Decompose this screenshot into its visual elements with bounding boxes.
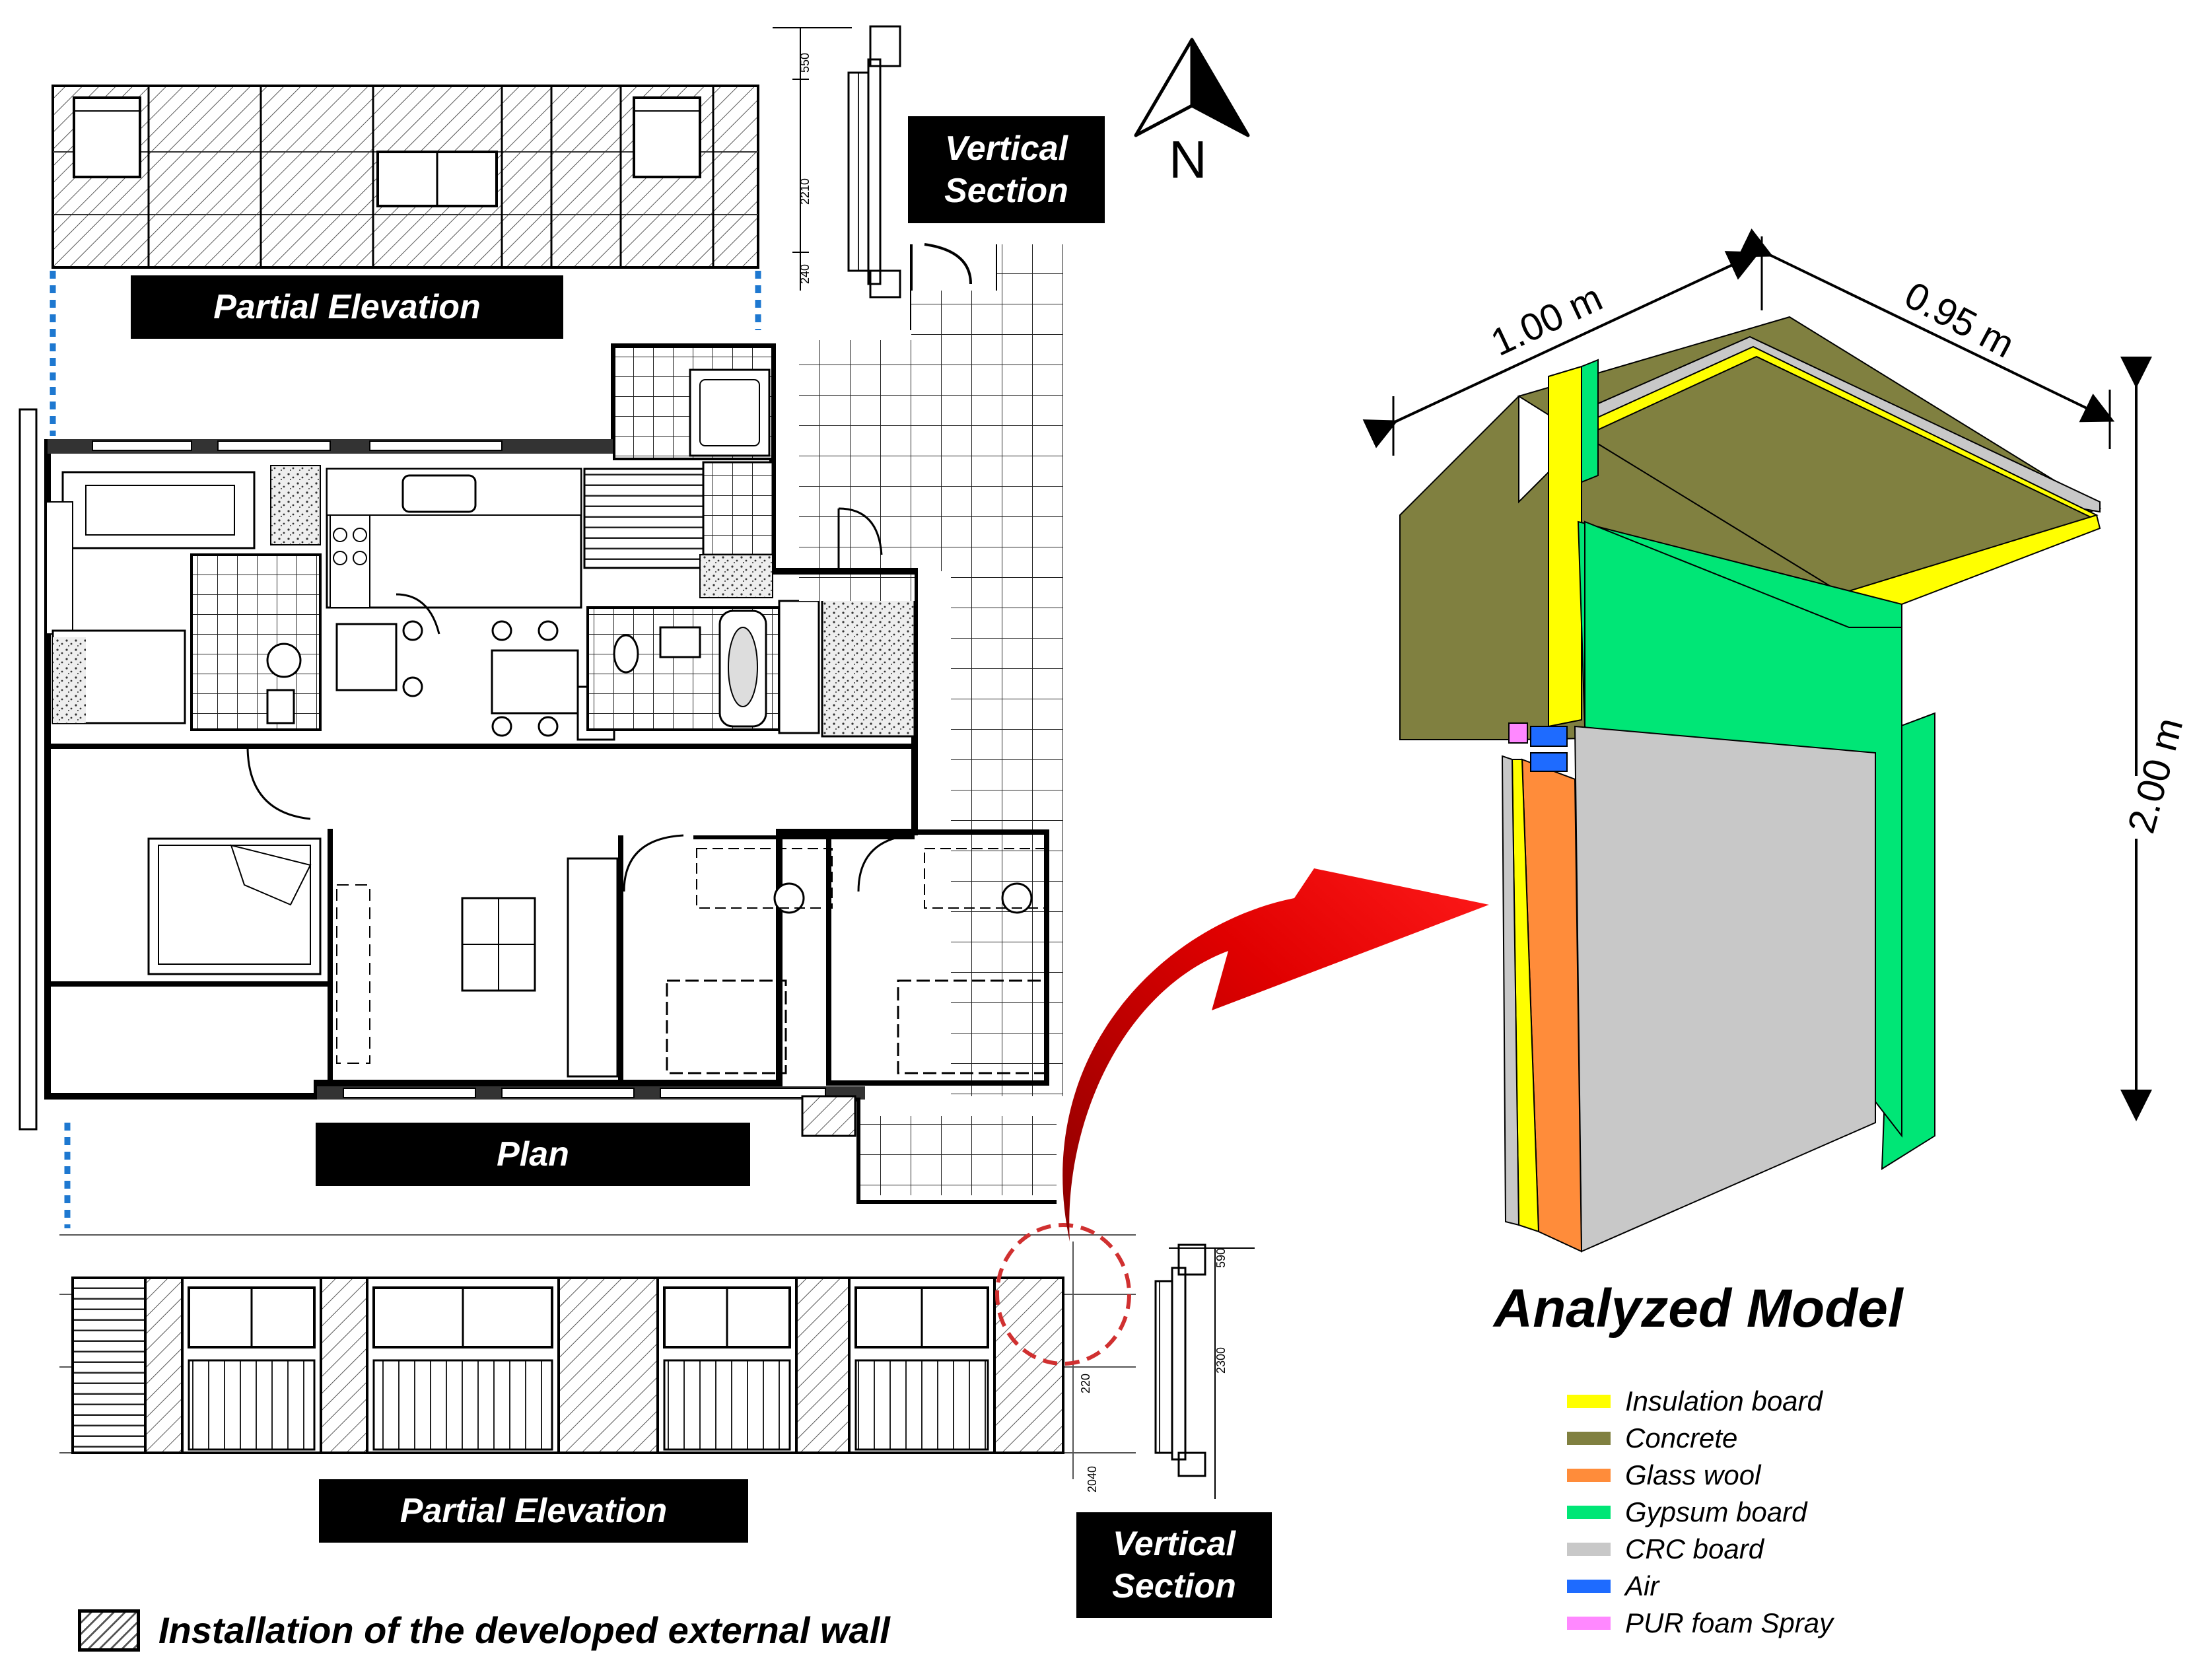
legend-label: Air <box>1625 1570 1659 1601</box>
legend-swatch <box>1567 1617 1611 1630</box>
installation-note-text: Installation of the developed external w… <box>158 1609 890 1651</box>
legend-item: Glass wool <box>1567 1459 1760 1491</box>
vertical-section-label-bottom: Vertical Section <box>1076 1512 1272 1618</box>
top-section-dims: 550 2210 240 <box>798 53 812 284</box>
bottom-partial-elevation: 220 <box>59 1234 1136 1479</box>
legend-swatch <box>1567 1543 1611 1556</box>
legend-item: CRC board <box>1567 1533 1764 1565</box>
legend-item: Air <box>1567 1570 1659 1602</box>
model-title: Analyzed Model <box>1494 1278 1903 1339</box>
legend-item: Concrete <box>1567 1422 1737 1454</box>
svg-text:550: 550 <box>798 53 812 73</box>
legend-label: Glass wool <box>1625 1459 1761 1490</box>
legend-swatch <box>1567 1506 1611 1519</box>
vertical-section-line1: Vertical <box>945 129 1068 168</box>
svg-text:590: 590 <box>1214 1248 1228 1268</box>
model-dimension-lines <box>1362 228 2152 1121</box>
floor-plan <box>18 244 1063 1204</box>
plan-label: Plan <box>316 1123 750 1186</box>
depth-dimension-label: 0.95 m <box>1898 273 2021 367</box>
top-partial-elevation <box>52 85 759 269</box>
north-arrow-icon <box>1134 38 1250 137</box>
callout-circle <box>995 1223 1131 1366</box>
legend-label: PUR foam Spray <box>1625 1607 1834 1638</box>
bottom-section-drawing <box>1154 1243 1255 1499</box>
hatch-swatch-icon <box>78 1609 140 1652</box>
vertical-section-line1: Vertical <box>1113 1525 1236 1563</box>
bottom-section-dims: 590 2300 2040 <box>1086 1248 1228 1492</box>
legend-label: Gypsum board <box>1625 1496 1807 1527</box>
svg-text:2300: 2300 <box>1214 1347 1228 1374</box>
legend-item: PUR foam Spray <box>1567 1607 1833 1639</box>
legend-label: Insulation board <box>1625 1385 1823 1417</box>
svg-text:2040: 2040 <box>1086 1466 1099 1492</box>
legend-swatch <box>1567 1395 1611 1408</box>
vertical-section-label-top: Vertical Section <box>908 116 1105 223</box>
legend-swatch <box>1567 1469 1611 1482</box>
installation-note: Installation of the developed external w… <box>78 1609 890 1652</box>
svg-text:2210: 2210 <box>798 178 812 205</box>
guide-dashes <box>50 271 761 1228</box>
north-label: N <box>1169 130 1207 189</box>
height-dimension-label: 2.00 m <box>2120 713 2192 837</box>
legend-item: Insulation board <box>1567 1385 1823 1417</box>
legend-label: CRC board <box>1625 1533 1764 1564</box>
top-section-drawing <box>773 25 901 298</box>
svg-text:220: 220 <box>1079 1374 1092 1393</box>
analyzed-model <box>1399 316 2102 1253</box>
legend-item: Gypsum board <box>1567 1496 1807 1528</box>
partial-elevation-label-top: Partial Elevation <box>131 275 563 339</box>
callout-arrow <box>1062 868 1489 1242</box>
legend-swatch <box>1567 1432 1611 1445</box>
partial-elevation-label-bottom: Partial Elevation <box>319 1479 748 1543</box>
legend-label: Concrete <box>1625 1422 1738 1453</box>
vertical-section-line2: Section <box>944 172 1068 210</box>
legend-swatch <box>1567 1580 1611 1593</box>
svg-text:240: 240 <box>798 264 812 284</box>
vertical-section-line2: Section <box>1112 1567 1236 1605</box>
